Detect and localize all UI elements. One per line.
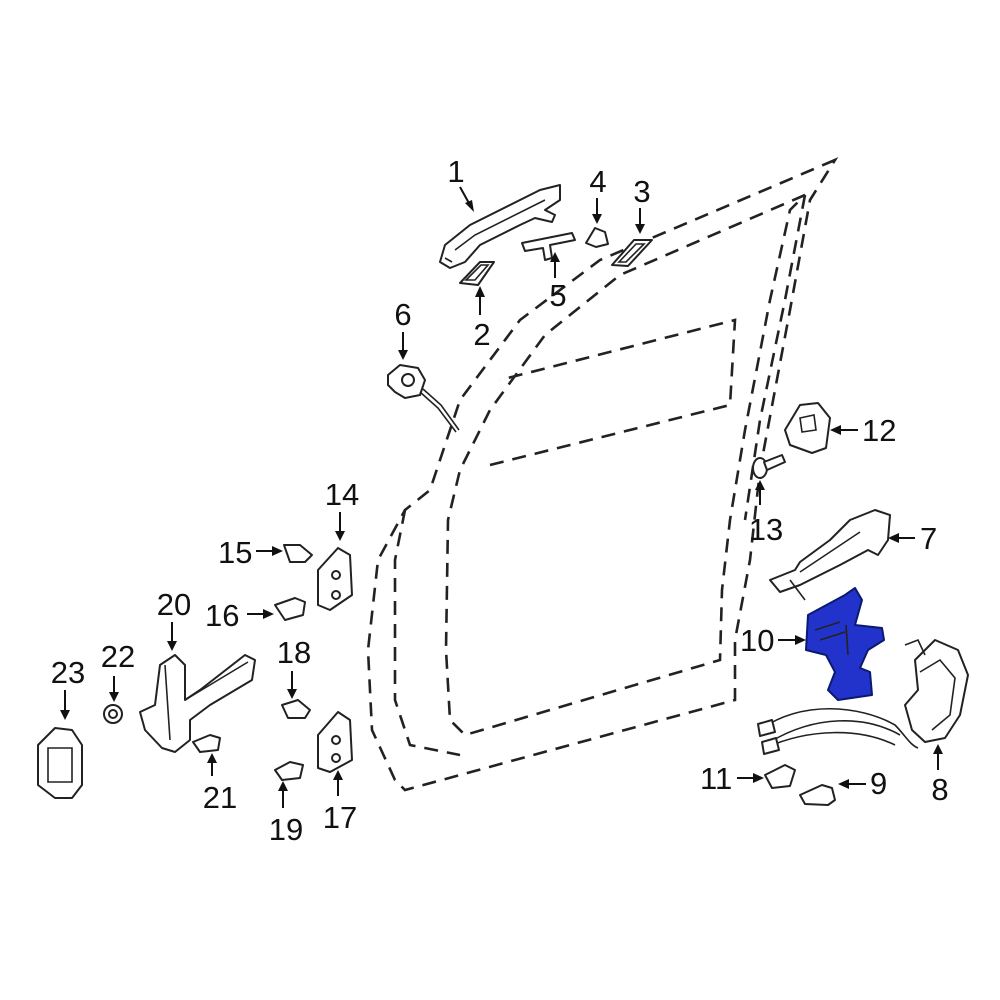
callout-23: 23 (51, 655, 85, 690)
door-check (139, 654, 256, 753)
callout-10: 10 (740, 623, 774, 658)
callout-9: 9 (870, 766, 887, 801)
door-striker (784, 402, 831, 454)
callout-22: 22 (101, 639, 135, 674)
callout-16: 16 (205, 598, 239, 633)
callout-13: 13 (749, 512, 783, 547)
latch-bolt (799, 784, 836, 806)
handle-bezel-front (459, 261, 495, 286)
lock-bracket-highlighted (805, 587, 885, 701)
callout-4: 4 (589, 164, 606, 199)
lower-hinge-bolt-upper (281, 699, 311, 719)
callout-11: 11 (700, 761, 732, 796)
callout-20: 20 (157, 587, 191, 622)
callout-7: 7 (920, 521, 937, 556)
callout-21: 21 (203, 780, 237, 815)
lower-hinge (317, 711, 353, 773)
callout-15: 15 (218, 535, 252, 570)
lower-hinge-bolt-lower (274, 761, 304, 781)
callout-19: 19 (269, 812, 303, 847)
upper-hinge (317, 547, 353, 611)
callout-2: 2 (473, 317, 490, 352)
lock-cylinder (387, 364, 460, 433)
handle-bezel-rear (611, 239, 653, 267)
callout-6: 6 (394, 297, 411, 332)
outside-door-handle (439, 184, 561, 269)
check-nut (103, 704, 123, 724)
inside-door-handle (769, 509, 891, 601)
hinge-cover-plate (37, 727, 83, 799)
callout-5: 5 (549, 278, 566, 313)
callout-18: 18 (277, 635, 311, 670)
handle-bracket (521, 232, 576, 261)
callout-3: 3 (633, 174, 650, 209)
door-latch-assembly (757, 638, 969, 755)
callout-1: 1 (447, 154, 464, 189)
callout-12: 12 (862, 413, 896, 448)
callout-8: 8 (931, 772, 948, 807)
callout-17: 17 (323, 800, 357, 835)
check-bolt (192, 734, 221, 753)
handle-clip (585, 227, 609, 248)
hinge-door-bolt (274, 597, 306, 621)
callout-14: 14 (325, 477, 359, 512)
striker-screw (752, 454, 786, 479)
upper-hinge-bolt (283, 544, 313, 563)
callouts: 1 2 3 4 5 6 7 8 9 10 11 12 13 (51, 154, 949, 847)
cable-clip (764, 764, 796, 789)
